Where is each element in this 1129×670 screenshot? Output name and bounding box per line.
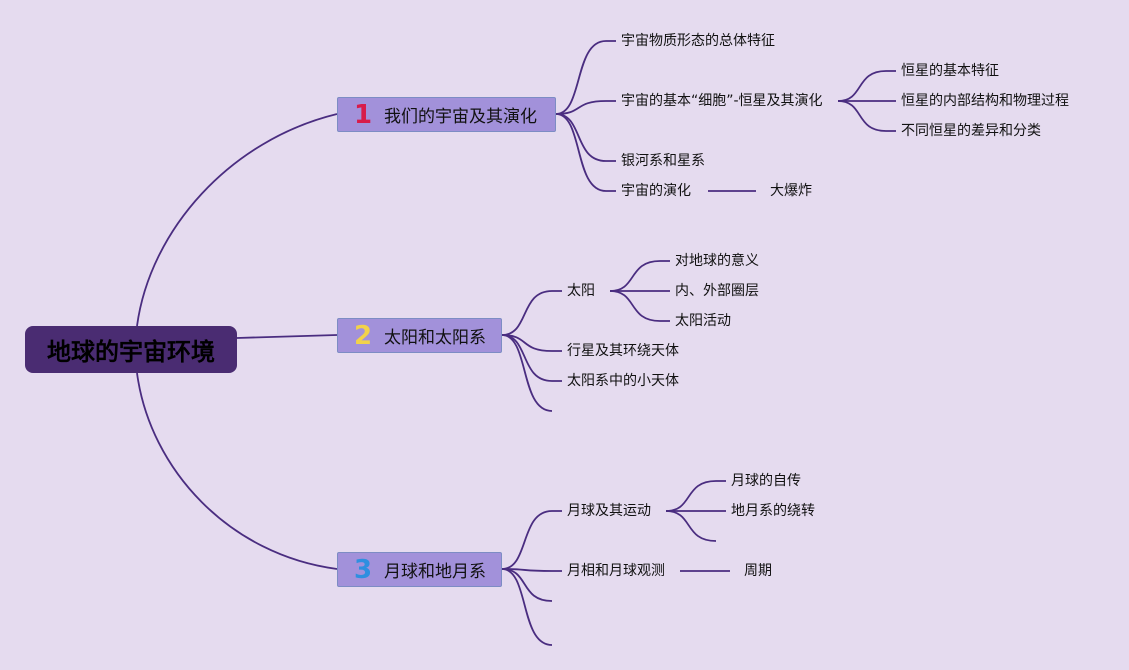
branch-1-label: 我们的宇宙及其演化 (384, 107, 537, 127)
root-to-branch-2-line (236, 334, 338, 339)
sun-child-line (609, 290, 670, 322)
topic-small-bodies[interactable]: 太阳系中的小天体 (567, 373, 679, 389)
branch-1-child-line (555, 113, 616, 162)
branch-2-child-line (501, 334, 562, 352)
topic-sun-layers[interactable]: 内、外部圈层 (675, 283, 759, 299)
branch-2-child-line (501, 334, 562, 382)
topic-galaxy[interactable]: 银河系和星系 (621, 153, 705, 169)
branch-number-badge: 3 (353, 554, 373, 585)
topic-moon-motion[interactable]: 月球及其运动 (567, 503, 651, 519)
branch-3-child-line (501, 568, 562, 572)
branch-3-child-line (501, 510, 562, 570)
branch-2-label: 太阳和太阳系 (384, 328, 486, 348)
topic-sun-significance[interactable]: 对地球的意义 (675, 253, 759, 269)
branch-3-topic[interactable]: 3 月球和地月系 (337, 552, 502, 587)
branch-number-badge: 1 (353, 99, 373, 130)
branch-2-child-line (501, 334, 553, 412)
star-child-line (837, 100, 896, 132)
topic-earth-moon-revolution[interactable]: 地月系的绕转 (731, 503, 815, 519)
branch-2-child-line (501, 290, 562, 336)
branch-1-child-line (555, 113, 616, 192)
branch-1-topic[interactable]: 1 我们的宇宙及其演化 (337, 97, 556, 132)
topic-moon-phases[interactable]: 月相和月球观测 (567, 563, 665, 579)
root-topic[interactable]: 地球的宇宙环境 (25, 326, 237, 373)
moon-child-line (665, 480, 726, 512)
star-child-line (837, 70, 896, 102)
topic-star-internal-structure[interactable]: 恒星的内部结构和物理过程 (901, 93, 1069, 109)
branch-number-badge: 2 (353, 320, 373, 351)
topic-star-classification[interactable]: 不同恒星的差异和分类 (901, 123, 1041, 139)
topic-planets[interactable]: 行星及其环绕天体 (567, 343, 679, 359)
branch-2-topic[interactable]: 2 太阳和太阳系 (337, 318, 502, 353)
branch-1-child-line (555, 100, 616, 115)
branch-1-child-line (555, 40, 616, 115)
root-to-branch-1-line (136, 113, 338, 327)
topic-universe-matter-form[interactable]: 宇宙物质形态的总体特征 (621, 33, 775, 49)
branch-3-child-line (501, 568, 553, 602)
branch-3-label: 月球和地月系 (384, 562, 486, 582)
sun-child-line (609, 260, 670, 292)
topic-big-bang[interactable]: 大爆炸 (770, 183, 812, 199)
topic-moon-rotation[interactable]: 月球的自传 (731, 473, 801, 489)
root-to-branch-3-line (136, 372, 338, 570)
topic-solar-activity[interactable]: 太阳活动 (675, 313, 731, 329)
branch-3-child-line (501, 568, 553, 646)
topic-universe-evolution[interactable]: 宇宙的演化 (621, 183, 691, 199)
topic-period[interactable]: 周期 (744, 563, 772, 579)
moon-child-line (665, 510, 717, 542)
topic-star-evolution[interactable]: 宇宙的基本“细胞”-恒星及其演化 (621, 93, 823, 109)
topic-sun[interactable]: 太阳 (567, 283, 595, 299)
root-topic-label: 地球的宇宙环境 (47, 338, 215, 366)
topic-star-basic-features[interactable]: 恒星的基本特征 (901, 63, 999, 79)
